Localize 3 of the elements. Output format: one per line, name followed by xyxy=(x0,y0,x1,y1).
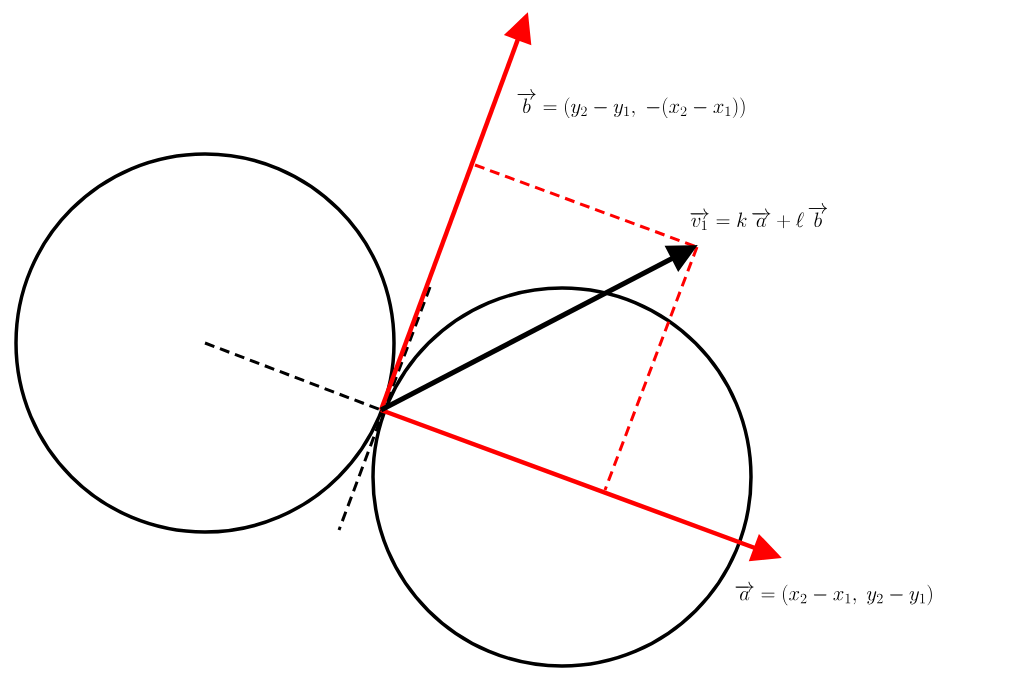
vector-formula: $\overrightarrow{b}=(y_2-y_1,\ -(x_2-x_1))$ xyxy=(517,88,745,119)
vector-formula: $\overrightarrow{a}=(x_2-x_1,\ y_2-y_1)$ xyxy=(735,581,932,606)
vector-formula: $\overrightarrow{v_1}=k\,\overrightarrow{a}+\ell\,\overrightarrow{b}$ xyxy=(690,203,827,230)
